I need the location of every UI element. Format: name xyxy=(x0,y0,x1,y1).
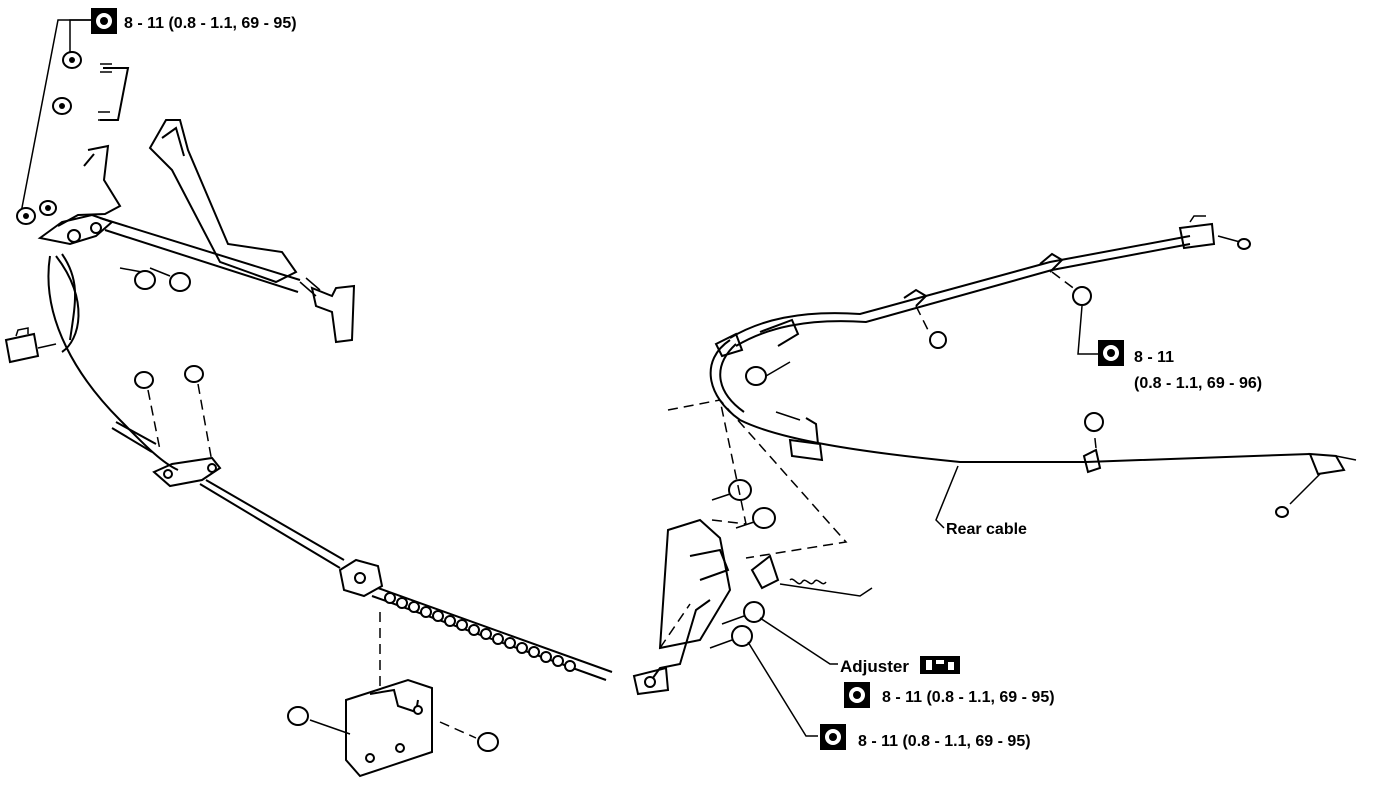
torque-icon xyxy=(91,8,117,34)
front-cable xyxy=(4,253,179,471)
torque-icon xyxy=(844,682,870,708)
bolt xyxy=(134,371,161,451)
torque-icon xyxy=(1098,340,1124,366)
torque-spec-top: 8 - 11 (0.8 - 1.1, 69 - 95) xyxy=(124,15,297,32)
nut xyxy=(62,51,82,69)
bolt xyxy=(119,267,156,290)
bolt xyxy=(929,331,947,349)
torque-spec-adjuster: 8 - 11 (0.8 - 1.1, 69 - 95) xyxy=(882,689,1055,706)
torque-icon xyxy=(820,724,846,750)
torque-spec-right-line1: 8 - 11 xyxy=(1134,349,1174,366)
bolt xyxy=(287,706,351,735)
bolt xyxy=(709,625,753,649)
torque-spec-bottom: 8 - 11 (0.8 - 1.1, 69 - 95) xyxy=(858,733,1031,750)
bolt xyxy=(721,601,765,625)
spring-cable xyxy=(338,558,613,690)
adjuster-callout: Adjuster 8 - 11 (0.8 - 1.1, 69 - 95) xyxy=(759,617,1055,708)
adjust-tag-icon xyxy=(920,656,960,674)
bolt xyxy=(735,507,776,529)
nut xyxy=(16,207,36,225)
equalizer-bracket xyxy=(632,399,873,696)
torque-callout-right: 8 - 11 (0.8 - 1.1, 69 - 96) xyxy=(1077,305,1262,392)
bolt xyxy=(149,267,191,292)
mid-bracket xyxy=(134,365,345,569)
torque-callout-bottom: 8 - 11 (0.8 - 1.1, 69 - 95) xyxy=(747,641,1031,750)
adjuster-label: Adjuster xyxy=(840,657,909,676)
nut xyxy=(52,97,72,115)
rear-cable-label: Rear cable xyxy=(946,521,1027,538)
bolt xyxy=(1072,286,1092,306)
lower-bracket xyxy=(287,678,499,778)
torque-callout-top: 8 - 11 (0.8 - 1.1, 69 - 95) xyxy=(19,8,297,219)
bolt xyxy=(711,479,752,501)
rear-cables xyxy=(709,215,1357,529)
cable-coils xyxy=(384,592,576,672)
pedal-assembly xyxy=(16,51,356,344)
bolt xyxy=(184,365,213,463)
bolt xyxy=(439,721,499,752)
nut xyxy=(39,200,57,216)
bolt xyxy=(1084,412,1104,432)
torque-spec-right-line2: (0.8 - 1.1, 69 - 96) xyxy=(1134,375,1262,392)
bolt xyxy=(745,361,791,386)
